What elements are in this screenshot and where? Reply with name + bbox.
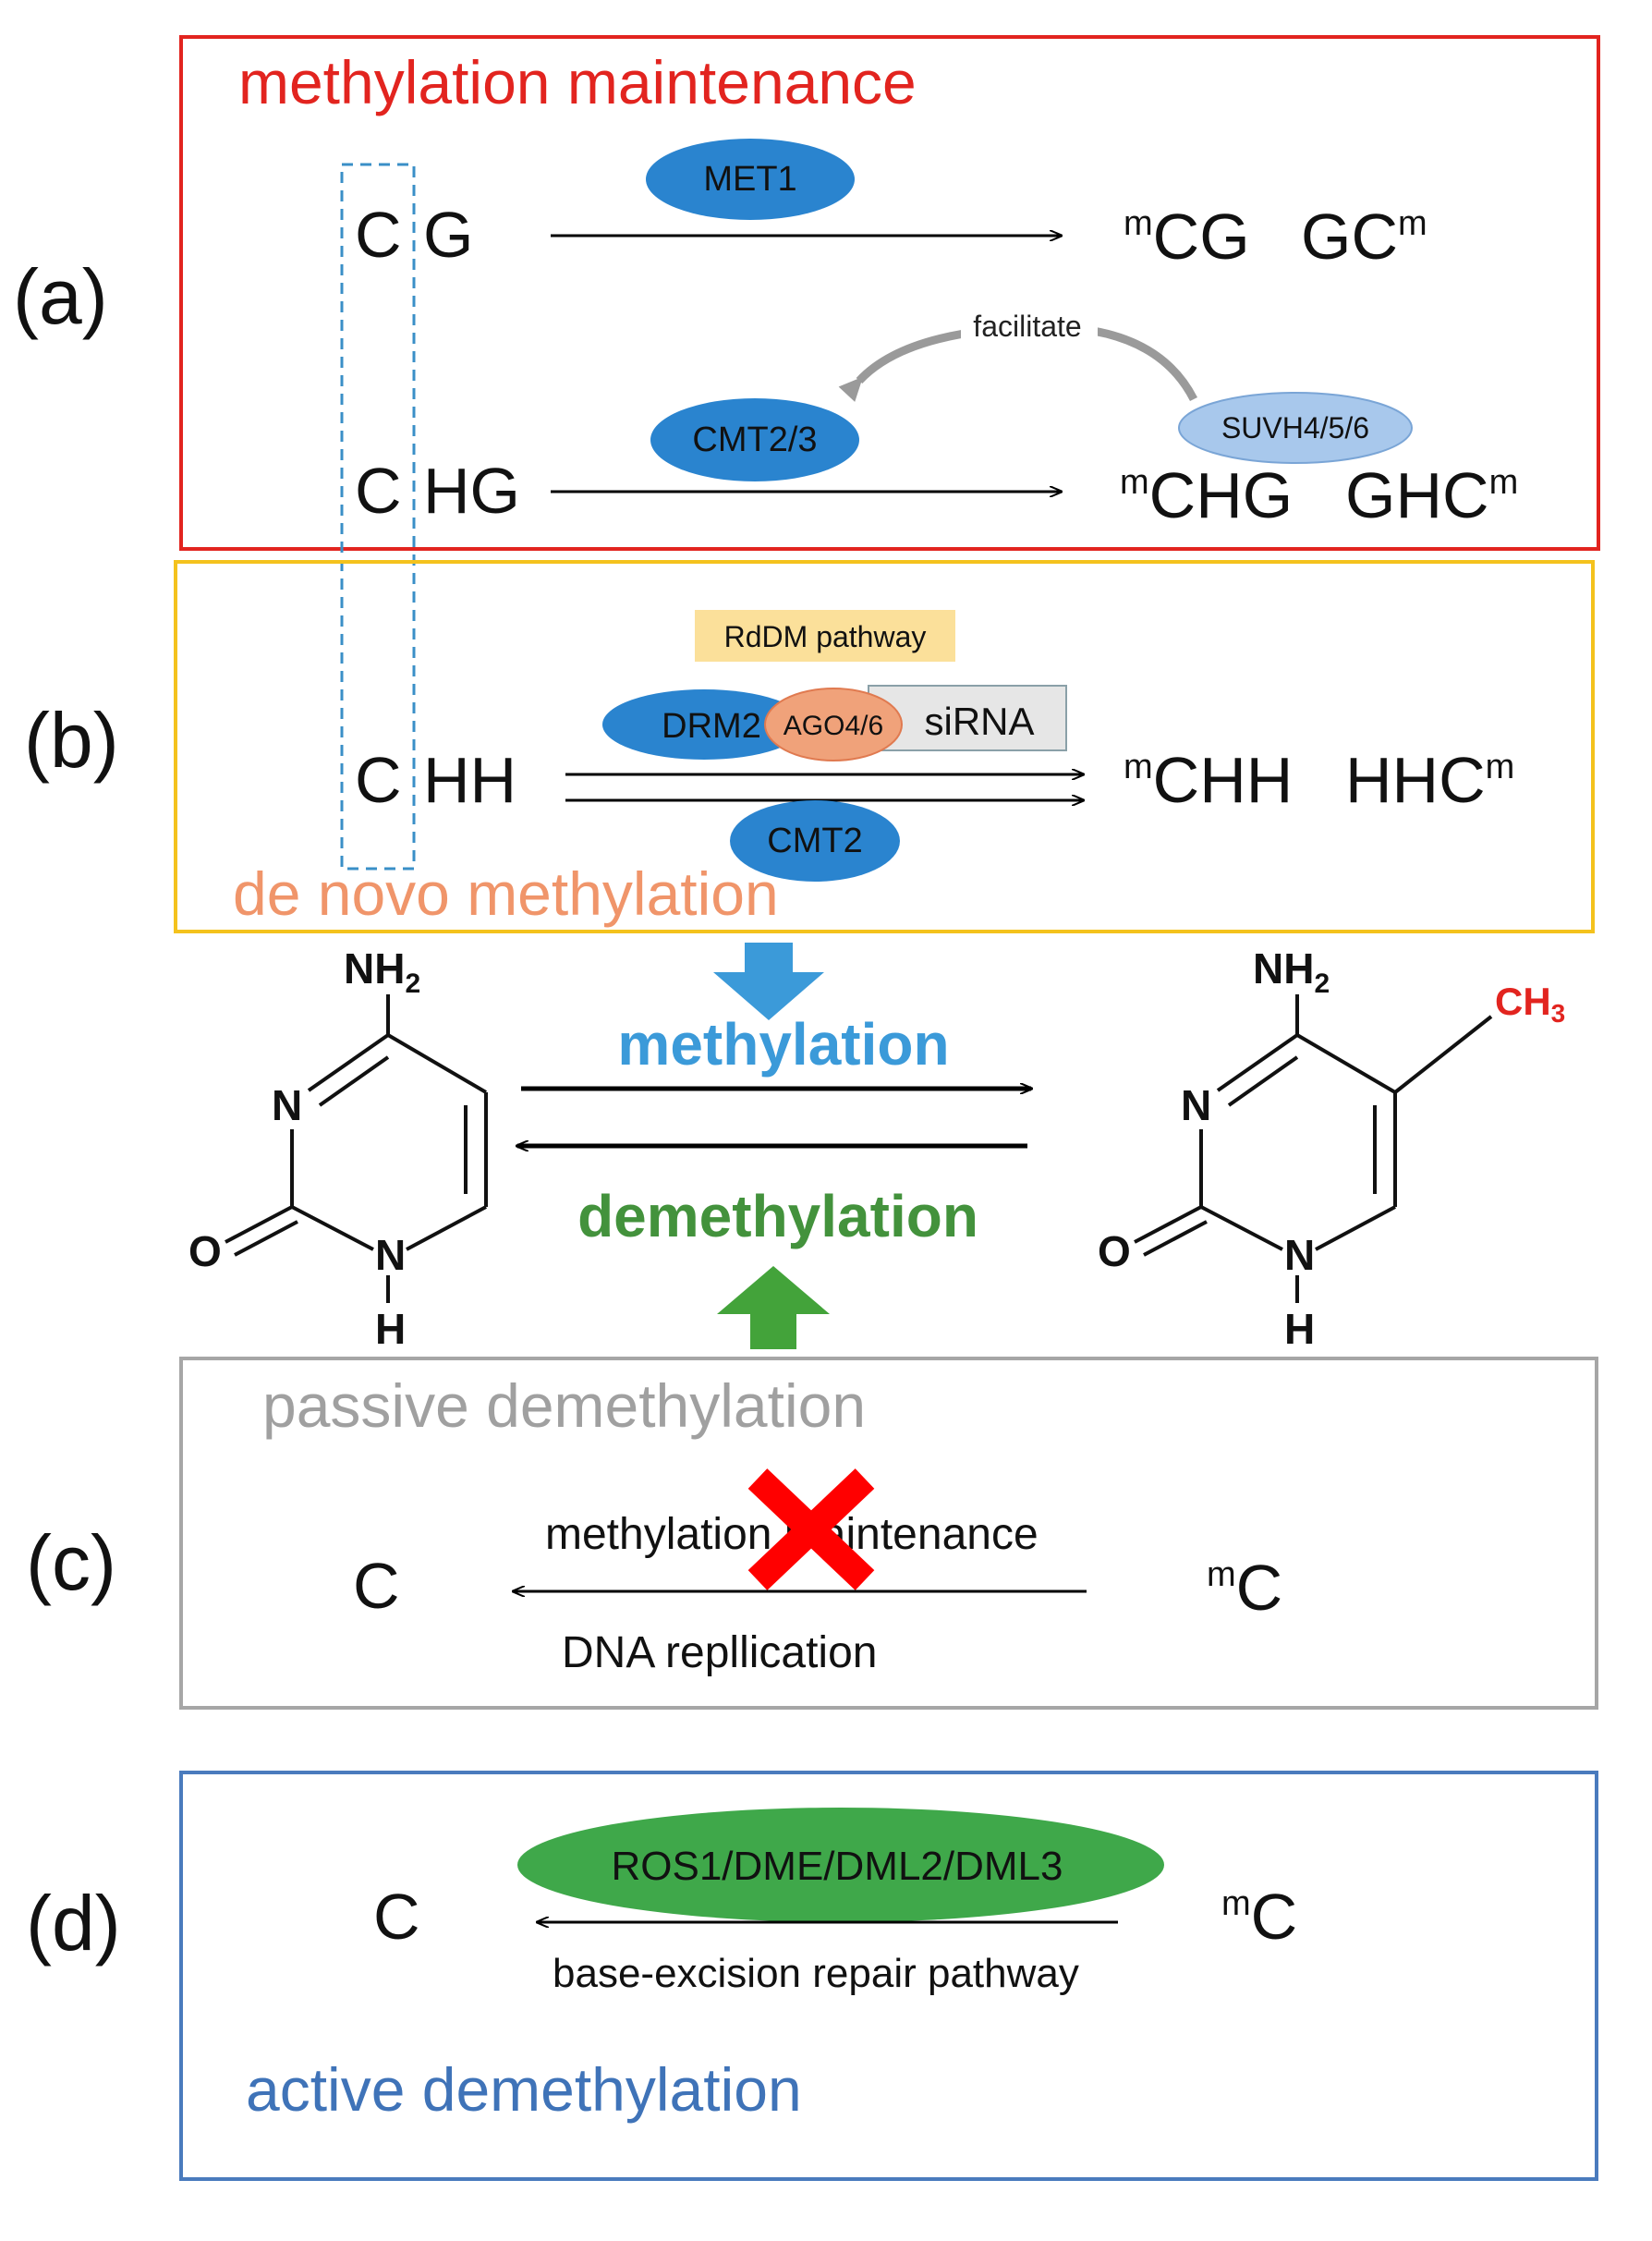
cmt23-enzyme: CMT2/3 (650, 398, 859, 481)
chg-rest: HG (423, 455, 520, 527)
active-pathway-text: base-excision repair pathway (553, 1951, 1079, 1996)
gc-product: GCm (1301, 201, 1427, 273)
panel-a-label: (a) (13, 253, 108, 340)
methylcytosine-o: O (1098, 1227, 1131, 1275)
svg-text:ROS1/DME/DML2/DML3: ROS1/DME/DML2/DML3 (611, 1844, 1063, 1889)
svg-text:MET1: MET1 (703, 160, 796, 199)
panel-d-title: active demethylation (246, 2055, 802, 2124)
methylcytosine-nh: N (1284, 1231, 1315, 1279)
panel-c-title: passive demethylation (262, 1371, 866, 1440)
blocked-cross-icon (747, 1468, 875, 1590)
svg-text:RdDM pathway: RdDM pathway (724, 620, 927, 653)
passive-right-mc: mC (1207, 1552, 1282, 1624)
ghc-product: GHCm (1345, 459, 1518, 531)
panel-a-box (179, 35, 1600, 551)
panel-d-box (179, 1771, 1598, 2181)
rddm-pathway-label: RdDM pathway (695, 610, 955, 662)
panel-b-label: (b) (24, 697, 119, 784)
cg-rest: G (423, 199, 473, 271)
ago-label: AGO4/6 (783, 711, 883, 741)
rddm-complex: DRM2 AGO4/6 siRNA (602, 685, 1067, 761)
methylcytosine-h: H (1284, 1305, 1315, 1353)
chh-c: C (355, 744, 402, 816)
panel-d-label: (d) (26, 1880, 121, 1967)
hhc-product: HHCm (1345, 744, 1514, 816)
methylcytosine-n-ring: N (1181, 1081, 1211, 1129)
svg-text:SUVH4/5/6: SUVH4/5/6 (1221, 411, 1369, 445)
methylcytosine-structure (1134, 994, 1493, 1303)
cytosine-nh: N (375, 1231, 406, 1279)
methylation-label: methylation (617, 1011, 949, 1078)
panel-a-title: methylation maintenance (238, 48, 917, 116)
facilitate-label: facilitate (973, 310, 1081, 343)
cytosine-n-ring: N (272, 1081, 302, 1129)
passive-bottom-text: DNA repllication (562, 1628, 877, 1677)
passive-left-c: C (353, 1550, 400, 1622)
ros1-enzyme: ROS1/DME/DML2/DML3 (517, 1808, 1164, 1922)
svg-text:CMT2/3: CMT2/3 (692, 420, 817, 459)
cytosine-structure (225, 994, 488, 1303)
cmt2-enzyme: CMT2 (730, 800, 900, 882)
suvh-enzyme: SUVH4/5/6 (1178, 392, 1413, 464)
demethylation-up-arrow (717, 1266, 830, 1349)
active-right-mc: mC (1221, 1881, 1297, 1953)
active-left-c: C (373, 1881, 420, 1953)
methylation-down-arrow (713, 943, 824, 1020)
cytosine-h: H (375, 1305, 406, 1353)
methylcytosine-ch3: CH3 (1495, 980, 1565, 1028)
panel-b-box (174, 560, 1595, 933)
sirna-label: siRNA (924, 700, 1034, 743)
panel-c-label: (c) (26, 1519, 116, 1606)
svg-text:CMT2: CMT2 (767, 822, 862, 860)
demethylation-label: demethylation (577, 1183, 978, 1249)
cytosine-nh2: NH2 (344, 944, 420, 999)
cg-product: mCG (1124, 201, 1250, 273)
met1-enzyme: MET1 (646, 139, 855, 220)
cg-c: C (355, 199, 402, 271)
drm2-label: DRM2 (662, 707, 761, 746)
panel-c-box (179, 1357, 1598, 1710)
chg-c: C (355, 455, 402, 527)
chh-product: mCHH (1124, 744, 1293, 816)
cytosine-o: O (188, 1227, 222, 1275)
chh-rest: HH (423, 744, 516, 816)
chg-product: mCHG (1120, 459, 1293, 531)
methylcytosine-nh2: NH2 (1253, 944, 1330, 999)
panel-b-title: de novo methylation (233, 859, 779, 928)
